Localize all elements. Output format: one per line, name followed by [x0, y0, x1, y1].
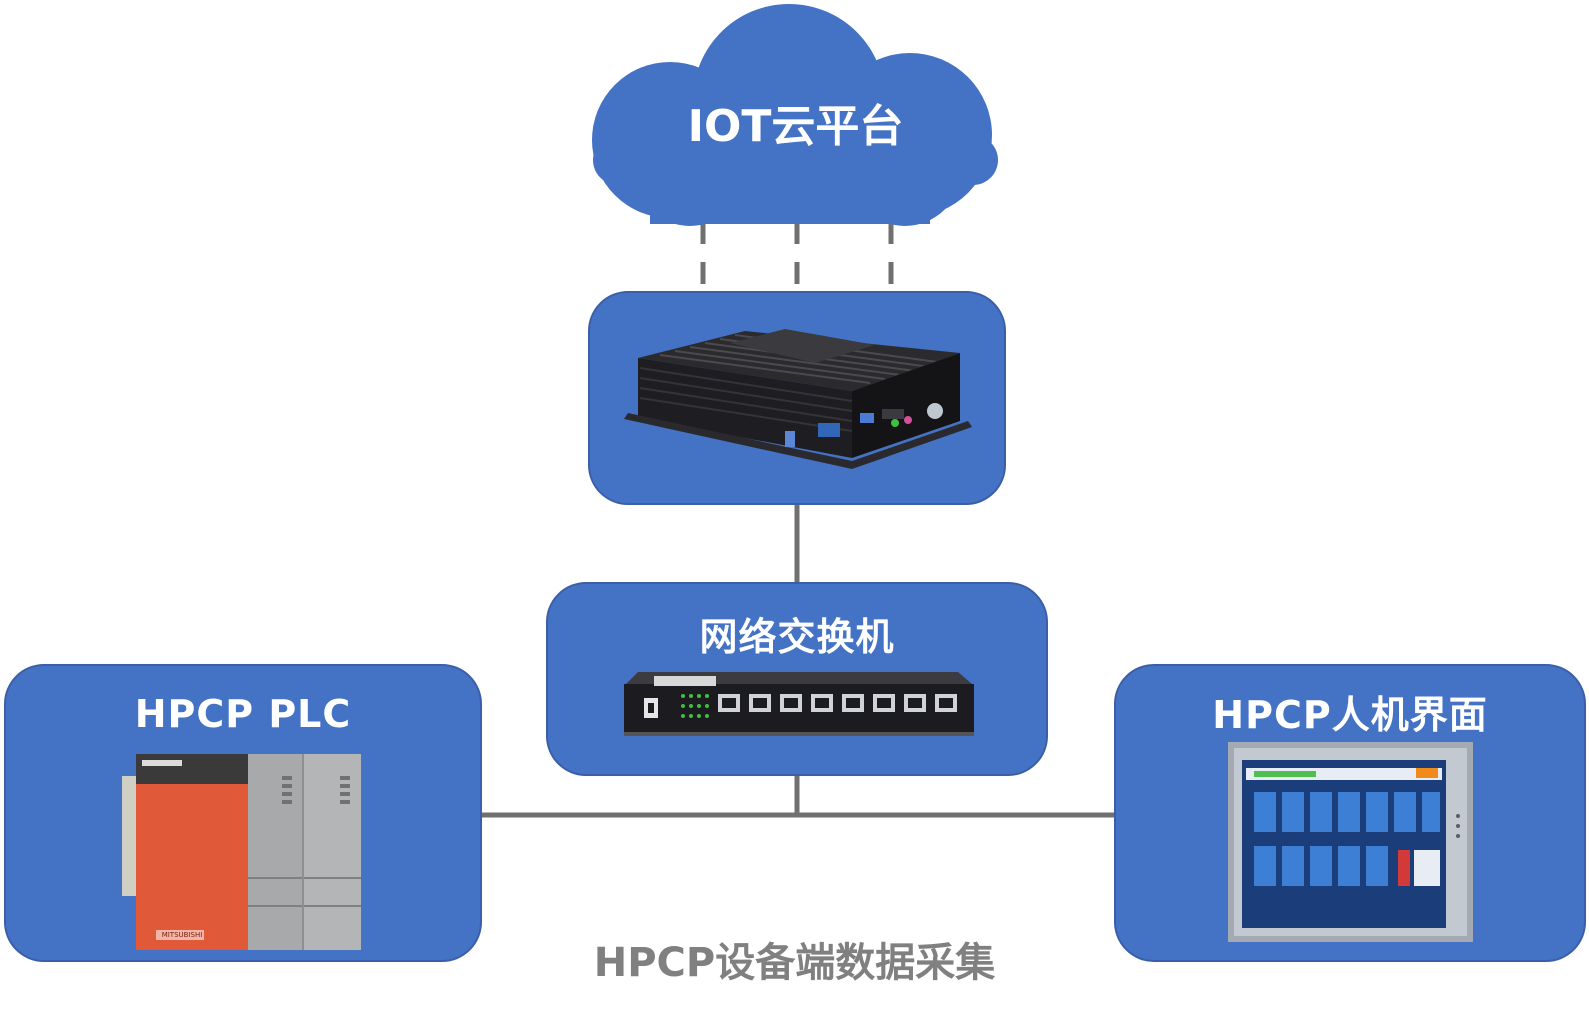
plc-label: HPCP PLC [134, 692, 352, 736]
hmi-label: HPCP人机界面 [1212, 693, 1488, 737]
switch-label: 网络交换机 [699, 615, 895, 659]
hmi-node: HPCP人机界面 [1114, 664, 1586, 962]
cloud-label: IOT云平台 [687, 101, 904, 152]
industrial-pc-icon [624, 329, 972, 469]
gateway-node [588, 291, 1006, 505]
touchscreen-icon [1228, 742, 1473, 942]
plc-brand-text: MITSUBISHI [161, 931, 203, 939]
switch-device-icon [624, 672, 974, 736]
network-switch-node: 网络交换机 [546, 582, 1048, 776]
diagram-caption: HPCP设备端数据采集 [593, 940, 996, 986]
plc-node: HPCP PLC MITSUBISHI [4, 664, 482, 962]
plc-device-icon [122, 754, 361, 950]
